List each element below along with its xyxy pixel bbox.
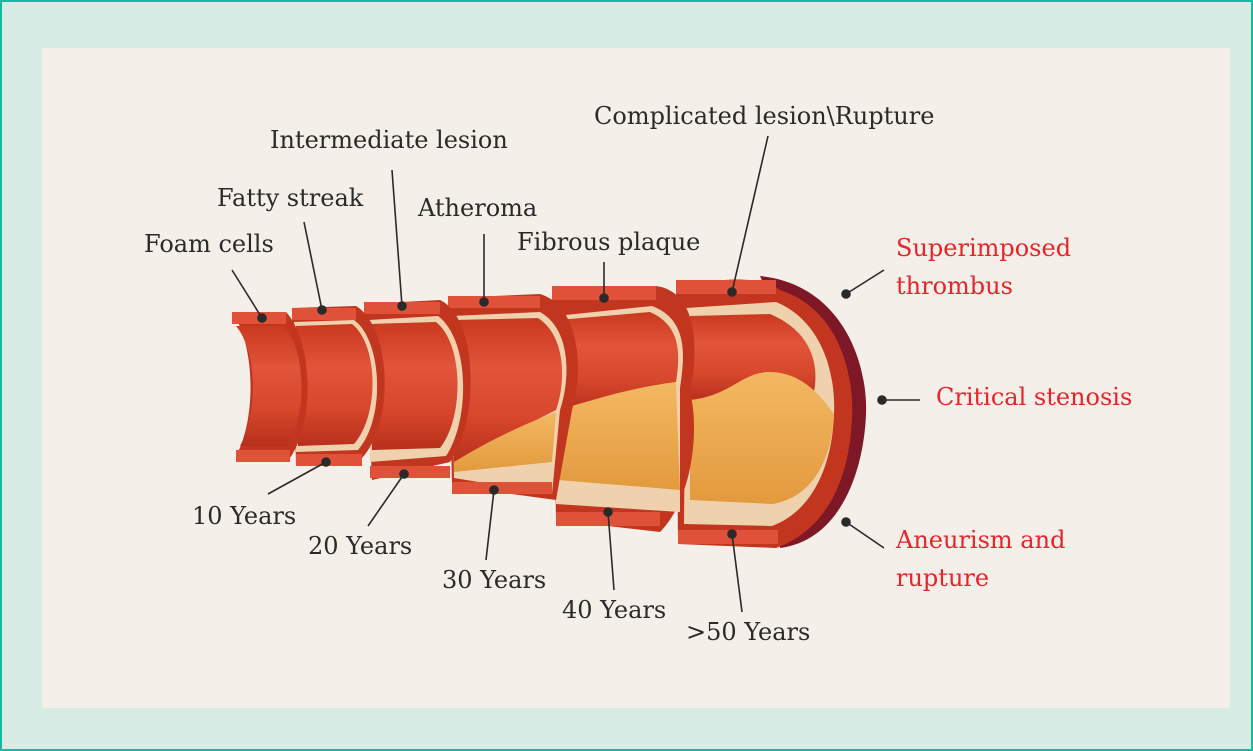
label-thrombus: thrombus — [896, 274, 1013, 298]
label-critical-stenosis: Critical stenosis — [936, 385, 1132, 409]
label-fatty-streak: Fatty streak — [217, 186, 363, 210]
label-complicated-lesion: Complicated lesion\Rupture — [594, 104, 934, 128]
label-aneurism: Aneurism and — [896, 528, 1065, 552]
label-fibrous-plaque: Fibrous plaque — [517, 230, 700, 254]
vessel-segment-1 — [232, 312, 308, 462]
label-50-years: >50 Years — [686, 620, 810, 644]
label-20-years: 20 Years — [308, 534, 412, 558]
label-40-years: 40 Years — [562, 598, 666, 622]
label-10-years: 10 Years — [192, 504, 296, 528]
label-atheroma: Atheroma — [418, 196, 537, 220]
label-30-years: 30 Years — [442, 568, 546, 592]
label-intermediate-lesion: Intermediate lesion — [270, 128, 508, 152]
vessel-segment-5 — [552, 286, 695, 532]
label-rupture: rupture — [896, 566, 989, 590]
label-superimposed: Superimposed — [896, 236, 1071, 260]
label-foam-cells: Foam cells — [144, 232, 274, 256]
